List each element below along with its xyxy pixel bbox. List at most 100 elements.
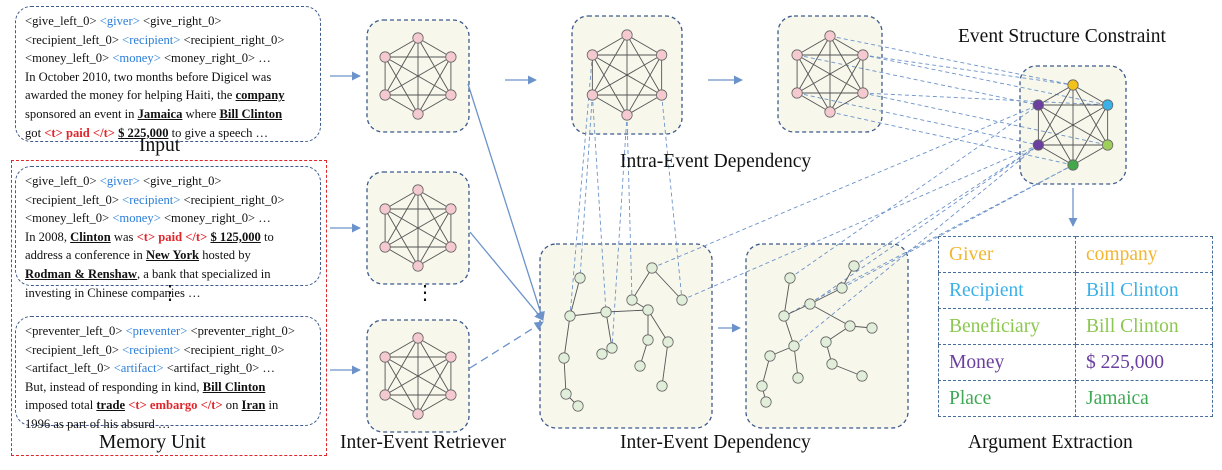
text-span: But, instead of responding in kind, bbox=[25, 379, 203, 394]
intra-inter-link bbox=[579, 94, 593, 279]
argument-span: Clinton bbox=[70, 229, 111, 244]
memory-text-box-2: <preventer_left_0> <preventer> <prevente… bbox=[15, 316, 321, 431]
graph-node bbox=[656, 49, 668, 61]
text-span: awarded the money for helping Haiti, the bbox=[25, 88, 236, 103]
text-span: <recipient_right_0> bbox=[180, 192, 285, 207]
graph-node bbox=[824, 30, 836, 42]
trigger-span: <t> embargo </t> bbox=[128, 398, 223, 413]
text-line: <recipient_left_0> <recipient> <recipien… bbox=[25, 191, 311, 210]
tree-edge bbox=[563, 357, 567, 395]
graph-edge bbox=[796, 54, 831, 113]
value-cell: Bill Clinton bbox=[1075, 308, 1213, 345]
text-line: got <t> paid </t> $ 225,000 to give a sp… bbox=[25, 124, 311, 143]
graph-edge bbox=[591, 54, 628, 116]
text-line: investing in Chinese companies … bbox=[25, 284, 311, 303]
role-cell: Place bbox=[938, 380, 1076, 417]
graph-node bbox=[445, 241, 457, 253]
text-line: Rodman & Renshaw, a bank that specialize… bbox=[25, 265, 311, 284]
text-span: was bbox=[110, 229, 137, 244]
argument-span: company bbox=[235, 88, 285, 103]
value-cell: Jamaica bbox=[1075, 380, 1213, 417]
tree-node bbox=[804, 298, 816, 310]
argument-span: Bill Clinton bbox=[219, 106, 283, 121]
graph-node bbox=[412, 332, 424, 344]
arrow-retriever3-tree bbox=[469, 321, 544, 369]
text-span: to bbox=[260, 229, 274, 244]
graph-edge bbox=[796, 92, 831, 113]
text-span: address a conference in bbox=[25, 248, 146, 263]
value-cell: company bbox=[1075, 236, 1213, 273]
graph-node bbox=[857, 87, 869, 99]
table-row: Money$ 225,000 bbox=[938, 344, 1213, 381]
text-span: <give_left_0> bbox=[25, 174, 100, 188]
graph-edge bbox=[1037, 104, 1074, 166]
text-span: on bbox=[222, 398, 242, 413]
intra-structure-link bbox=[862, 54, 1074, 86]
graph-edge bbox=[829, 35, 864, 56]
graph-node bbox=[445, 389, 457, 401]
tree-node bbox=[596, 348, 608, 360]
tree-node bbox=[564, 310, 576, 322]
role-placeholder: <giver> bbox=[99, 174, 140, 188]
graph-edge bbox=[384, 337, 419, 358]
graph-edge bbox=[796, 35, 831, 56]
tree-node bbox=[662, 336, 674, 348]
tree-edge bbox=[631, 267, 653, 301]
caption-input: Input bbox=[139, 135, 181, 156]
tree-node bbox=[848, 260, 860, 272]
text-span: investing in Chinese companies … bbox=[25, 285, 201, 300]
text-line: <recipient_left_0> <recipient> <recipien… bbox=[25, 341, 311, 360]
text-line: 1996 as part of his absurd … bbox=[25, 415, 311, 434]
tree-edge bbox=[809, 303, 851, 327]
tree-node bbox=[574, 272, 586, 284]
tree-node bbox=[836, 282, 848, 294]
tree-node bbox=[826, 358, 838, 370]
inter-structure-link bbox=[681, 144, 1039, 301]
text-line: In 2008, Clinton was <t> paid </t> $ 125… bbox=[25, 228, 311, 247]
graph-edge bbox=[1038, 84, 1074, 106]
role-placeholder: <preventer> bbox=[125, 324, 188, 338]
text-line: awarded the money for helping Haiti, the… bbox=[25, 86, 311, 105]
retriever-ellipsis: ⋮ bbox=[415, 282, 435, 304]
text-line: sponsored an event in Jamaica where Bill… bbox=[25, 105, 311, 124]
text-span: imposed total bbox=[25, 398, 97, 413]
text-span: <money_right_0> … bbox=[160, 51, 271, 66]
inter-structure-link bbox=[783, 164, 1074, 317]
caption-extraction: Argument Extraction bbox=[968, 432, 1133, 453]
retriever-graph-2 bbox=[379, 184, 457, 272]
intra-graph-2 bbox=[791, 30, 869, 118]
text-span: hosted by bbox=[199, 248, 251, 263]
text-line: <give_left_0> <giver> <give_right_0> bbox=[25, 172, 311, 191]
retriever-graph-3 bbox=[379, 332, 457, 420]
inter-tree-panel-2 bbox=[745, 243, 909, 429]
inter-tree-1 bbox=[558, 262, 688, 412]
tree-edge bbox=[605, 309, 649, 313]
graph-node bbox=[379, 389, 391, 401]
text-span: got bbox=[25, 125, 45, 140]
caption-inter-event: Inter-Event Dependency bbox=[620, 432, 811, 453]
graph-node bbox=[445, 89, 457, 101]
graph-node bbox=[656, 89, 668, 101]
tree-node bbox=[558, 352, 570, 364]
graph-node bbox=[621, 29, 633, 41]
inter-structure-link bbox=[809, 144, 1039, 305]
graph-node bbox=[586, 49, 598, 61]
role-cell: Beneficiary bbox=[938, 308, 1076, 345]
tree-node bbox=[572, 400, 584, 412]
text-span: <money_left_0> bbox=[25, 51, 113, 66]
text-span: In 2008, bbox=[25, 229, 71, 244]
graph-edge bbox=[417, 337, 452, 358]
graph-edge bbox=[384, 37, 419, 58]
graph-node bbox=[857, 49, 869, 61]
argument-span: trade bbox=[96, 398, 126, 413]
text-span: <preventer_left_0> bbox=[25, 324, 126, 338]
tree-node bbox=[634, 360, 646, 372]
graph-edge bbox=[384, 208, 452, 248]
tree-node bbox=[626, 294, 638, 306]
tree-edge bbox=[661, 341, 669, 387]
text-span: <preventer_right_0> bbox=[187, 324, 295, 338]
text-span: in bbox=[265, 398, 279, 413]
